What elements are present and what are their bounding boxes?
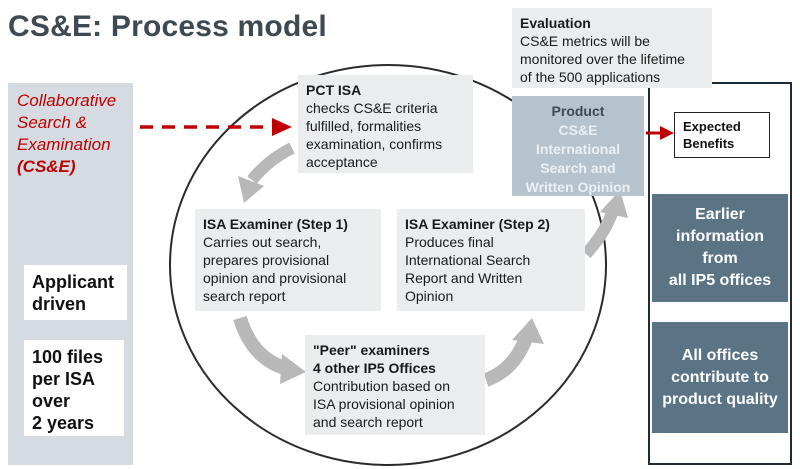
- dashed-arrow-head-icon: [272, 118, 292, 136]
- pct-isa-line: acceptance: [306, 153, 465, 171]
- flow-arrow-step1-to-peer: [240, 318, 285, 368]
- step2-line: International Search: [405, 251, 577, 269]
- peer-line: Contribution based on: [313, 377, 477, 395]
- step1-line: Carries out search,: [203, 233, 373, 251]
- step2-line: Produces final: [405, 233, 577, 251]
- step1-heading: ISA Examiner (Step 1): [203, 215, 373, 233]
- pct-isa-heading: PCT ISA: [306, 81, 465, 99]
- pct-isa-box: PCT ISA checks CS&E criteria fulfilled, …: [298, 75, 473, 173]
- step2-heading: ISA Examiner (Step 2): [405, 215, 577, 233]
- product-line: Search and: [512, 159, 644, 178]
- peer-heading: "Peer" examiners: [313, 341, 477, 359]
- expected-line: Expected: [683, 118, 761, 135]
- pct-isa-line: fulfilled, formalities: [306, 117, 465, 135]
- product-line: CS&E: [512, 121, 644, 140]
- flow-arrow-peer-to-step2: [486, 338, 526, 380]
- evaluation-line: of the 500 applications: [520, 68, 704, 86]
- flow-arrow-head-icon: [238, 176, 264, 203]
- peer-line: ISA provisional opinion: [313, 395, 477, 413]
- flow-arrow-head-icon: [512, 318, 544, 344]
- product-box: Product CS&E International Search and Wr…: [512, 96, 644, 196]
- evaluation-line: CS&E metrics will be: [520, 32, 704, 50]
- step1-line: search report: [203, 287, 373, 305]
- isa-examiner-step2-box: ISA Examiner (Step 2) Produces final Int…: [397, 209, 585, 311]
- flow-arrow-pct-to-step1: [252, 148, 292, 180]
- peer-line: and search report: [313, 413, 477, 431]
- peer-examiners-box: "Peer" examiners 4 other IP5 Offices Con…: [305, 335, 485, 435]
- peer-heading: 4 other IP5 Offices: [313, 359, 477, 377]
- expected-benefits-box: Expected Benefits: [674, 112, 770, 158]
- step2-line: Report and Written: [405, 269, 577, 287]
- pct-isa-line: examination, confirms: [306, 135, 465, 153]
- step2-line: Opinion: [405, 287, 577, 305]
- product-line: International: [512, 140, 644, 159]
- product-label: Product: [512, 102, 644, 121]
- pct-isa-line: checks CS&E criteria: [306, 99, 465, 117]
- product-line: Written Opinion: [512, 178, 644, 197]
- expected-line: Benefits: [683, 135, 761, 152]
- evaluation-heading: Evaluation: [520, 14, 704, 32]
- evaluation-box: Evaluation CS&E metrics will be monitore…: [512, 8, 712, 88]
- flow-arrow-head-icon: [280, 354, 306, 384]
- isa-examiner-step1-box: ISA Examiner (Step 1) Carries out search…: [195, 209, 381, 311]
- step1-line: prepares provisional: [203, 251, 373, 269]
- step1-line: opinion and provisional: [203, 269, 373, 287]
- benefit-arrow-head-icon: [660, 126, 674, 140]
- evaluation-line: monitored over the lifetime: [520, 50, 704, 68]
